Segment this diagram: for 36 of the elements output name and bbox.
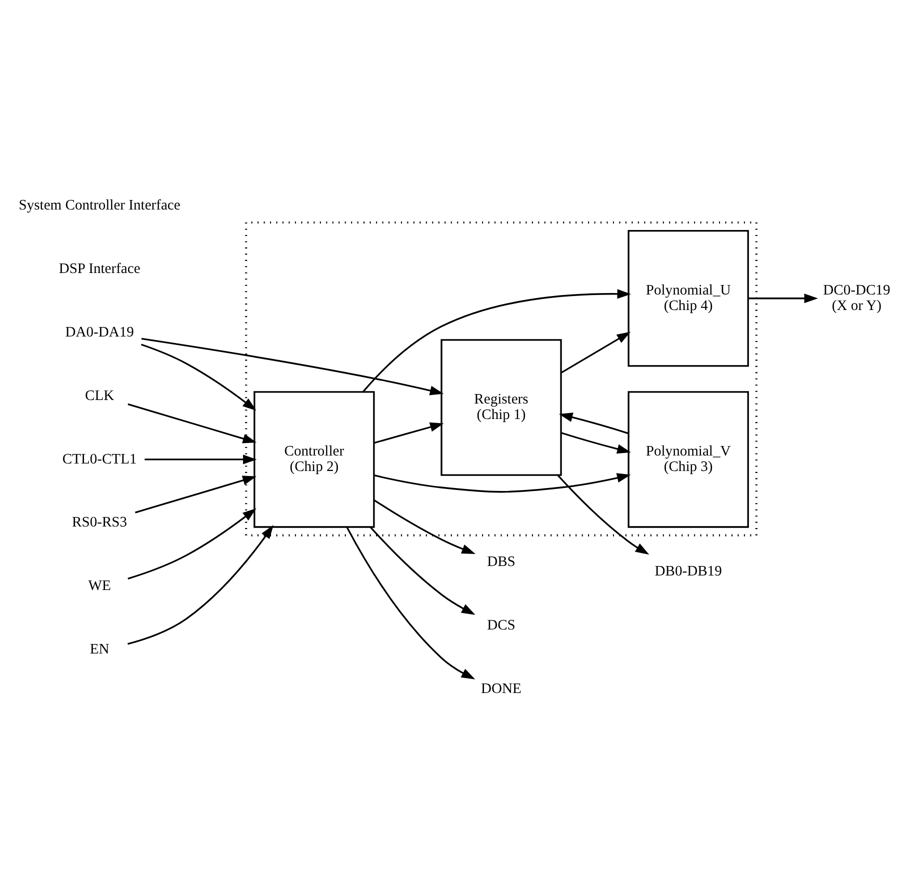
arrow — [374, 499, 476, 554]
arrow — [127, 525, 274, 645]
cluster — [245, 221, 758, 536]
arrow — [346, 526, 476, 680]
arrow — [561, 432, 631, 454]
arrow — [557, 474, 650, 555]
node-text: DCS — [487, 618, 516, 634]
arrow — [370, 526, 476, 615]
node-box: Registers (Chip 1) — [440, 339, 562, 476]
label: DSP Interface — [58, 261, 140, 278]
node-text: DC0-DC19 (X or Y) — [823, 282, 890, 314]
node-box: Polynomial_U (Chip 4) — [628, 230, 749, 367]
node-text: WE — [88, 578, 111, 594]
arrow — [134, 476, 256, 514]
arrow — [128, 508, 256, 580]
node-text: DA0-DA19 — [65, 324, 134, 341]
arrow — [144, 454, 257, 464]
arrow — [374, 422, 444, 444]
node-box: Controller (Chip 2) — [254, 391, 375, 528]
arrow — [128, 403, 257, 444]
arrow — [374, 473, 631, 493]
arrow — [362, 289, 631, 392]
node-text: CTL0-CTL1 — [62, 451, 137, 468]
node-text: DBS — [487, 554, 516, 570]
node-text: DB0-DB19 — [654, 564, 722, 580]
label: System Controller Interface — [18, 198, 180, 214]
arrow — [560, 332, 631, 374]
node-text: DONE — [481, 680, 522, 697]
node-text: EN — [90, 641, 110, 658]
arrow — [141, 338, 444, 396]
node-box: Polynomial_V (Chip 3) — [628, 391, 749, 528]
node-text: RS0-RS3 — [72, 514, 128, 531]
arrow — [558, 412, 629, 434]
arrow — [748, 294, 818, 304]
arrow — [140, 344, 256, 411]
node-text: CLK — [85, 388, 114, 404]
